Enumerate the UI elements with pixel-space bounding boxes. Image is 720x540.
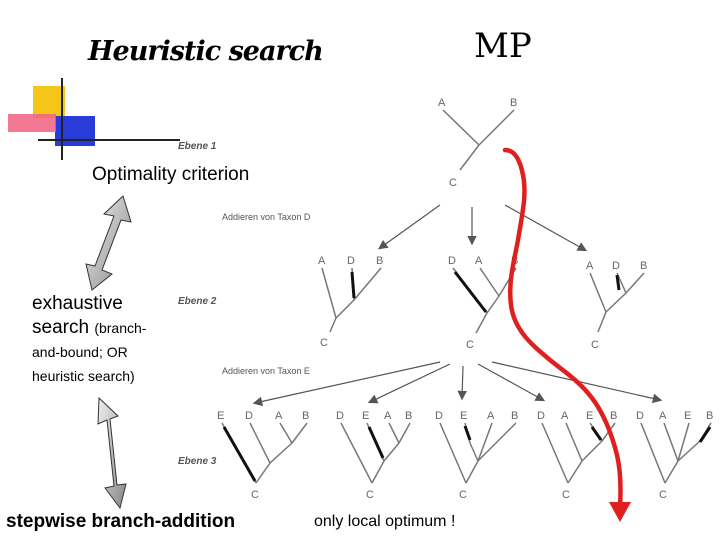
level2-right-taxon-b: B [640,260,647,272]
l3-1-taxon-a: A [275,410,283,422]
l3-2-taxon-c: C [366,489,374,501]
tree-level-3-4 [541,422,616,484]
tree-level-2-left [321,267,382,333]
l3-2-taxon-a: A [384,410,392,422]
l3-4-taxon-c: C [562,489,570,501]
arrows-level1-to-level2 [378,204,588,252]
l3-2-taxon-e: E [362,410,369,422]
tree-level-3-3 [439,422,517,484]
yellow-square [33,86,65,118]
l3-3-taxon-c: C [459,489,467,501]
exhaustive-detail-text: (branch-and-bound; OR heuristic search) [32,320,147,384]
tree-level-3-2 [340,422,411,484]
optimality-criterion-label: Optimality criterion [92,164,250,185]
arrows-level2-to-level3 [252,361,663,407]
l3-5-taxon-d: D [636,410,644,422]
l3-5-taxon-e: E [684,410,691,422]
double-arrow-lower [97,396,127,510]
l3-5-taxon-b: B [706,410,713,422]
level2-left-taxon-c: C [320,337,328,349]
l3-4-taxon-b: B [610,410,617,422]
level1-taxon-a: A [438,97,446,109]
l3-4-taxon-d: D [537,410,545,422]
tree-level-3-1 [221,422,308,484]
l3-5-taxon-a: A [659,410,667,422]
level2-left-taxon-a: A [318,255,326,267]
level2-left-taxon-b: B [376,255,383,267]
double-arrow-upper [85,195,132,291]
l3-2-taxon-d: D [336,410,344,422]
level1-taxon-b: B [510,97,517,109]
ebene-2-label: Ebene 2 [178,296,217,307]
l3-3-taxon-b: B [511,410,518,422]
l3-3-taxon-e: E [460,410,467,422]
tree-level-2-right [589,272,645,333]
exhaustive-search-label: exhaustive search (branch-and-bound; OR … [32,292,162,388]
slide-title: Heuristic search [88,36,324,67]
l3-1-taxon-d: D [245,410,253,422]
l3-3-taxon-a: A [487,410,495,422]
level2-mid-taxon-a: A [475,255,483,267]
red-search-path [502,147,631,522]
stepwise-branch-addition-label: stepwise branch-addition [6,511,236,532]
level1-taxon-c: C [449,177,457,189]
l3-1-taxon-e: E [217,410,224,422]
l3-3-taxon-d: D [435,410,443,422]
l3-4-taxon-e: E [586,410,593,422]
ebene-1-label: Ebene 1 [178,141,217,152]
addieren-taxon-d-label: Addieren von Taxon D [222,212,311,222]
l3-5-taxon-c: C [659,489,667,501]
l3-2-taxon-b: B [405,410,412,422]
local-optimum-label: only local optimum ! [314,513,456,530]
exhaustive-main-text: exhaustive search [32,293,123,338]
mp-heading: MP [474,26,532,66]
l3-1-taxon-b: B [302,410,309,422]
tree-level-1 [442,109,515,171]
ebene-3-label: Ebene 3 [178,456,217,467]
level2-left-taxon-d: D [347,255,355,267]
pink-bar [8,114,56,132]
level2-right-taxon-d: D [612,260,620,272]
l3-1-taxon-c: C [251,489,259,501]
l3-4-taxon-a: A [561,410,569,422]
level2-mid-taxon-d: D [448,255,456,267]
level2-right-taxon-c: C [591,339,599,351]
addieren-taxon-e-label: Addieren von Taxon E [222,366,310,376]
tree-level-3-5 [640,422,712,484]
level2-right-taxon-a: A [586,260,594,272]
tree-level-2-middle [452,267,517,334]
level2-mid-taxon-c: C [466,339,474,351]
